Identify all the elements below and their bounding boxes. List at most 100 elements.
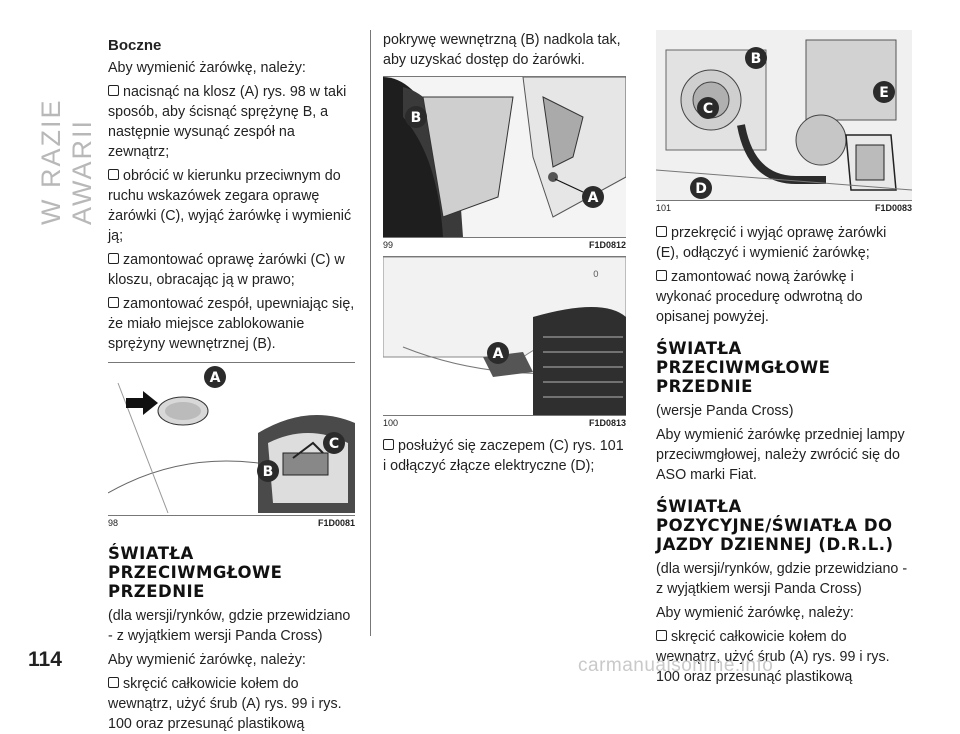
column-divider	[370, 30, 371, 636]
intro-text: Aby wymienić żarówkę, należy:	[108, 60, 306, 76]
figure-101: B C E D 101 F1D0083	[656, 30, 912, 213]
bullet-text: posłużyć się zaczepem (C) rys. 101 i odł…	[383, 438, 624, 474]
figure-101-illustration: B C E D	[656, 30, 912, 200]
bullet-item: posłużyć się zaczepem (C) rys. 101 i odł…	[383, 436, 626, 476]
bullet-text: skręcić całkowicie kołem do wewnątrz, uż…	[108, 676, 342, 732]
bullet-text: zamontować oprawę żarówki (C) w kloszu, …	[108, 252, 345, 288]
bullet-item: zamontować nową żarówkę i wykonać proced…	[656, 267, 912, 327]
checkbox-icon	[108, 297, 119, 308]
figure-code: F1D0813	[588, 418, 626, 428]
bullet-item: skręcić całkowicie kołem do wewnątrz, uż…	[108, 674, 355, 734]
heading-line: PRZEDNIE	[108, 582, 205, 601]
svg-text:C: C	[703, 101, 713, 117]
figure-98: A B C 98 F1D0081	[108, 363, 355, 528]
callout-d: D	[690, 177, 712, 199]
heading-line: PRZEDNIE	[656, 377, 753, 396]
figure-100-illustration: 0 A	[383, 257, 626, 415]
checkbox-icon	[108, 169, 119, 180]
figure-rule	[108, 515, 355, 516]
figure-99-illustration: B A	[383, 77, 626, 237]
svg-text:B: B	[263, 464, 274, 480]
bullet-text: zamontować nową żarówkę i wykonać proced…	[656, 269, 863, 325]
figure-100: 0 A 100 F1D0813	[383, 257, 626, 428]
column-1: Boczne Aby wymienić żarówkę, należy: nac…	[108, 30, 355, 734]
callout-b: B	[257, 460, 279, 482]
bullet-text: zamontować zespół, upewniając się, że mi…	[108, 296, 355, 352]
column-2: pokrywę wewnętrzną (B) nadkola tak, aby …	[383, 30, 626, 476]
figure-number: 99	[383, 240, 394, 250]
checkbox-icon	[108, 253, 119, 264]
figure-caption: 101 F1D0083	[656, 203, 912, 213]
checkbox-icon	[656, 630, 667, 641]
callout-b: B	[745, 47, 767, 69]
figure-rule	[383, 237, 626, 238]
paragraph: Aby wymienić żarówkę, należy:	[108, 652, 306, 668]
heading-line: ŚWIATŁA	[656, 497, 742, 516]
callout-a: A	[582, 186, 604, 208]
side-title: W RAZIE AWARII	[36, 98, 97, 226]
checkbox-icon	[656, 270, 667, 281]
heading-boczne: Boczne	[108, 37, 162, 54]
figure-rule	[108, 362, 355, 363]
svg-text:A: A	[210, 370, 221, 386]
figure-rule	[656, 200, 912, 201]
callout-a: A	[204, 366, 226, 388]
checkbox-icon	[383, 439, 394, 450]
figure-98-illustration: A B C	[108, 366, 355, 514]
bullet-item: zamontować oprawę żarówki (C) w kloszu, …	[108, 250, 355, 290]
section-heading-fog-cross: ŚWIATŁA PRZECIWMGŁOWE PRZEDNIE	[656, 339, 912, 396]
section-heading-fog: ŚWIATŁA PRZECIWMGŁOWE PRZEDNIE	[108, 544, 355, 601]
heading-line: ŚWIATŁA	[656, 339, 742, 358]
figure-rule	[383, 415, 626, 416]
heading-line: ŚWIATŁA	[108, 544, 194, 563]
paragraph: (wersje Panda Cross)	[656, 403, 794, 419]
section-heading-drl: ŚWIATŁA POZYCYJNE/ŚWIATŁA DO JAZDY DZIEN…	[656, 497, 912, 554]
bullet-text: przekręcić i wyjąć oprawę żarówki (E), o…	[656, 225, 887, 261]
figure-number: 101	[656, 203, 672, 213]
checkbox-icon	[108, 85, 119, 96]
bullet-item: zamontować zespół, upewniając się, że mi…	[108, 294, 355, 354]
callout-c: C	[697, 97, 719, 119]
figure-caption: 98 F1D0081	[108, 518, 355, 528]
watermark: carmanualsonline.info	[578, 655, 774, 676]
figure-code: F1D0812	[588, 240, 626, 250]
svg-text:B: B	[751, 51, 762, 67]
svg-text:E: E	[879, 85, 889, 101]
figure-rule	[383, 76, 626, 77]
heading-line: PRZECIWMGŁOWE	[108, 563, 283, 582]
svg-text:A: A	[588, 190, 599, 206]
figure-99: B A 99 F1D0812	[383, 77, 626, 250]
callout-c: C	[323, 432, 345, 454]
column-3: B C E D 101 F1D0083 przekręcić i wyjąć o…	[656, 30, 912, 687]
figure-code: F1D0081	[317, 518, 355, 528]
heading-line: JAZDY DZIENNEJ (D.R.L.)	[656, 535, 894, 554]
page-number: 114	[28, 648, 62, 671]
bullet-item: obrócić w kierunku przeciwnym do ruchu w…	[108, 166, 355, 246]
figure-number: 98	[108, 518, 119, 528]
bullet-text: nacisnąć na klosz (A) rys. 98 w taki spo…	[108, 84, 347, 160]
callout-a: A	[487, 342, 509, 364]
callout-e: E	[873, 81, 895, 103]
figure-code: F1D0083	[874, 203, 912, 213]
figure-caption: 100 F1D0813	[383, 418, 626, 428]
bullet-text: obrócić w kierunku przeciwnym do ruchu w…	[108, 168, 352, 244]
callout-b: B	[405, 106, 427, 128]
svg-text:C: C	[329, 436, 339, 452]
paragraph: Aby wymienić żarówkę przedniej lampy prz…	[656, 427, 905, 483]
checkbox-icon	[656, 226, 667, 237]
bullet-item: przekręcić i wyjąć oprawę żarówki (E), o…	[656, 223, 912, 263]
heading-line: POZYCYJNE/ŚWIATŁA DO	[656, 516, 893, 535]
svg-text:B: B	[411, 110, 422, 126]
svg-text:0: 0	[593, 270, 599, 280]
paragraph: (dla wersji/rynków, gdzie przewidziano -…	[108, 608, 351, 644]
paragraph: Aby wymienić żarówkę, należy:	[656, 605, 854, 621]
paragraph: (dla wersji/rynków, gdzie przewidziano -…	[656, 561, 908, 597]
paragraph: pokrywę wewnętrzną (B) nadkola tak, aby …	[383, 32, 621, 68]
figure-number: 100	[383, 418, 399, 428]
checkbox-icon	[108, 677, 119, 688]
heading-line: PRZECIWMGŁOWE	[656, 358, 831, 377]
figure-caption: 99 F1D0812	[383, 240, 626, 250]
bullet-item: nacisnąć na klosz (A) rys. 98 w taki spo…	[108, 82, 355, 162]
svg-text:A: A	[493, 346, 504, 362]
svg-text:D: D	[695, 181, 707, 197]
